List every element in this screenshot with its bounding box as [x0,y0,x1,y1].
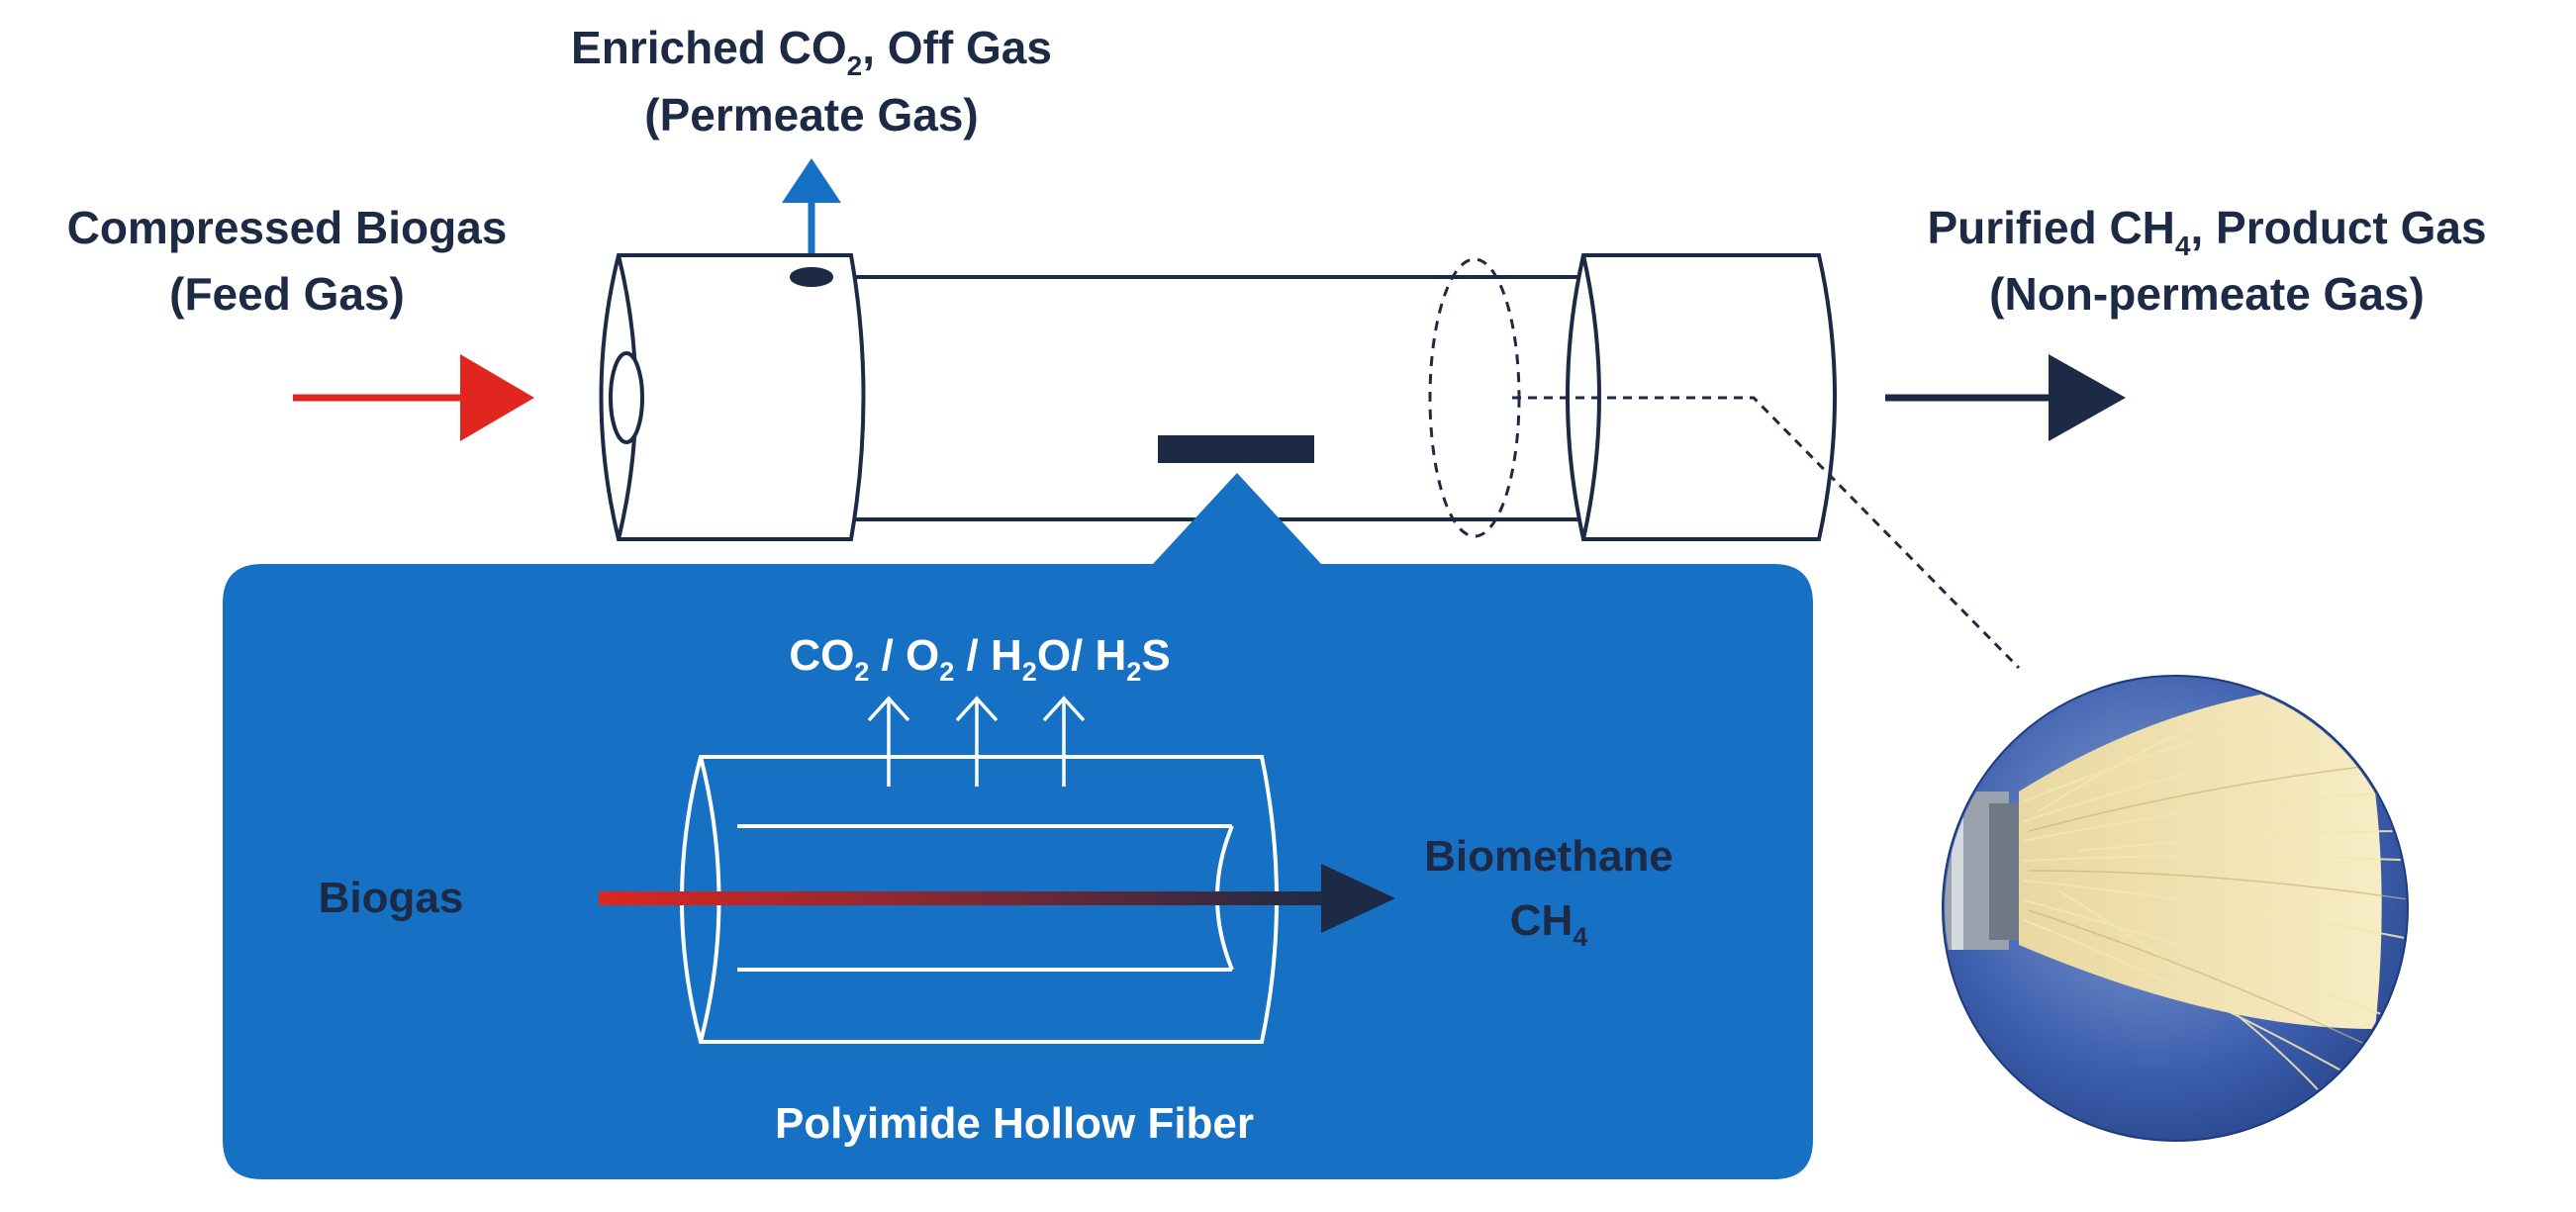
permeate-label-part2: , Off Gas [862,22,1052,73]
product-arrow-icon [1885,354,2126,441]
biogas-flow-arrow-icon [599,864,1395,933]
biomethane-formula-label: CH4 [1510,896,1588,952]
biogas-inlet-label: Biogas [319,874,464,922]
permeating-gases-label: CO2 / O2 / H2O/ H2S [789,631,1170,687]
left-end-cap [599,253,866,541]
permeate-sublabel: (Permeate Gas) [644,89,979,140]
callout-line [1512,396,2021,670]
feed-arrow-icon [293,354,534,441]
hollow-fiber-icon [680,755,1279,1044]
feed-port [609,351,644,444]
permeation-arrows-icon [867,696,1086,787]
callout-marker [1158,435,1314,463]
product-label: Purified CH4, Product Gas [1927,202,2486,261]
hollow-fiber-bundle-photo [1942,675,2409,1142]
permeate-port [790,267,833,287]
feed-label: Compressed Biogas [67,202,508,253]
fiber-detail-panel: CO2 / O2 / H2O/ H2S Biogas Biomethane CH… [223,473,1813,1179]
permeate-label-part1: Enriched CO [571,22,847,73]
right-end-cap [1566,253,1837,541]
fiber-caption: Polyimide Hollow Fiber [775,1099,1254,1148]
permeate-label: Enriched CO2, Off Gas [571,22,1052,81]
product-label-part1: Purified CH [1927,202,2174,253]
product-label-part2: , Product Gas [2190,202,2486,253]
permeate-label-sub: 2 [847,50,863,81]
module-tube [790,275,1635,521]
product-label-sub: 4 [2175,231,2191,261]
feed-sublabel: (Feed Gas) [169,268,405,320]
biomethane-outlet-label: Biomethane [1424,832,1673,881]
membrane-module [599,253,1837,541]
product-sublabel: (Non-permeate Gas) [1989,268,2425,320]
